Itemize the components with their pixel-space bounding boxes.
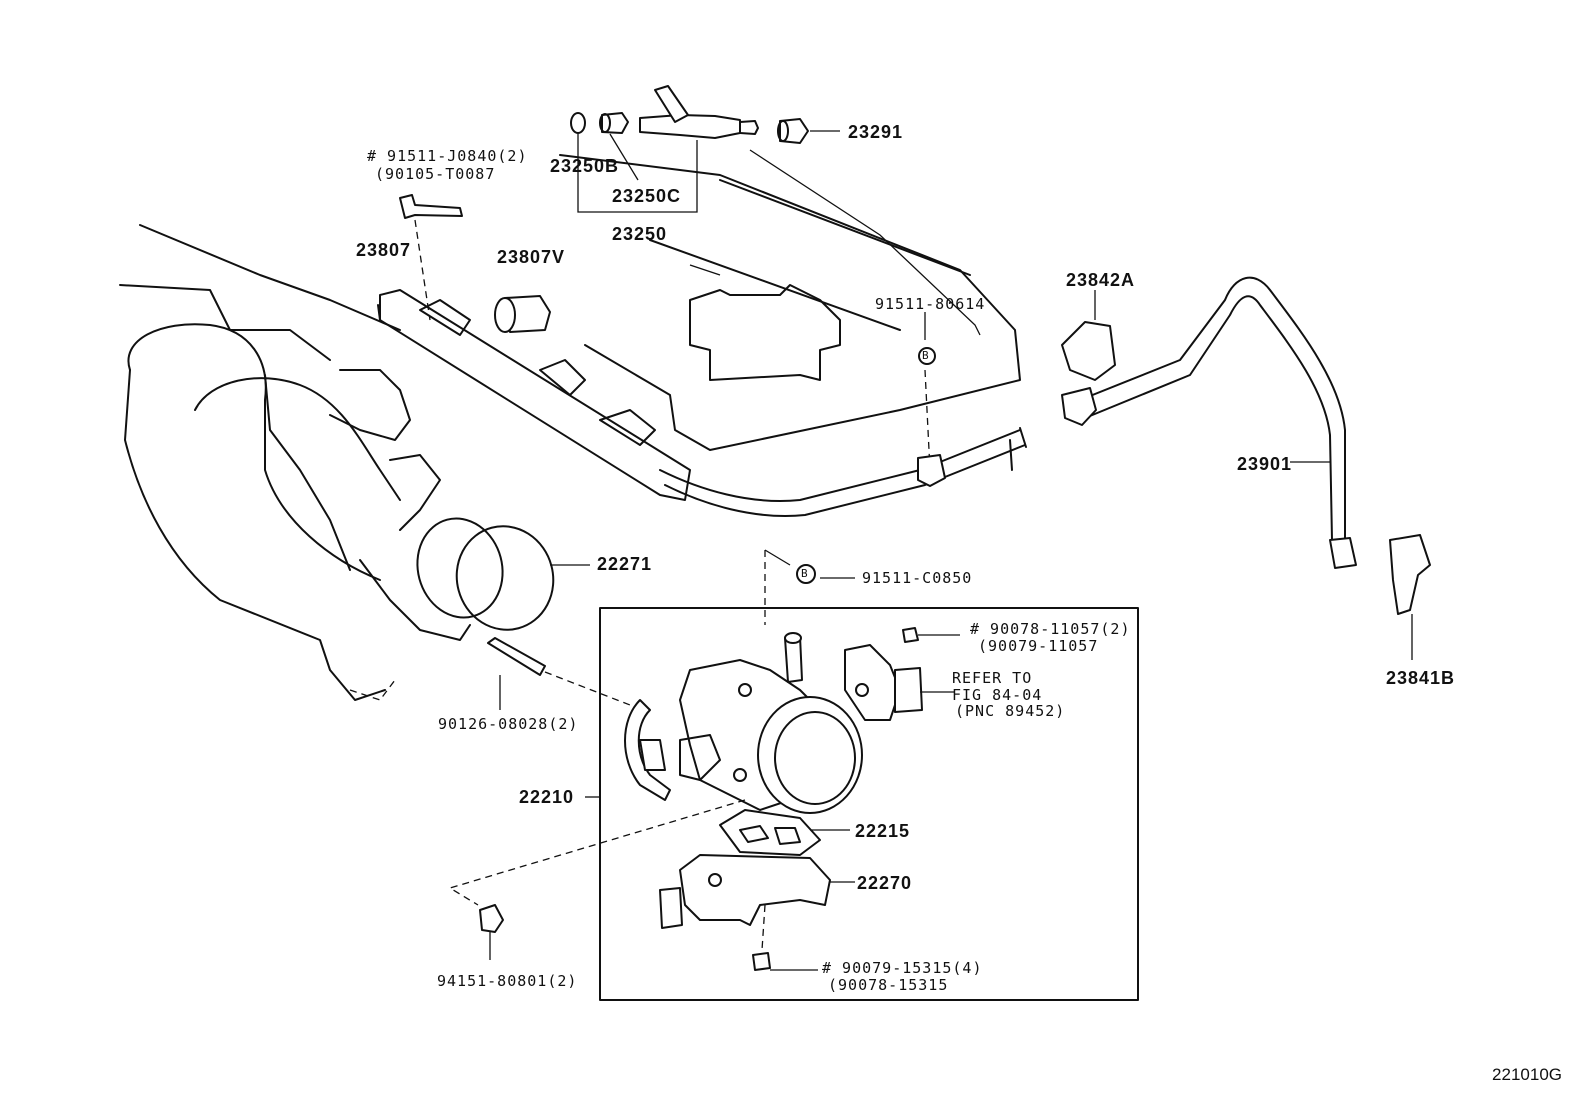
label-90105-T0087: (90105-T0087 bbox=[375, 165, 496, 183]
label-22270: 22270 bbox=[857, 873, 913, 893]
label-23841B: 23841B bbox=[1386, 668, 1456, 688]
label-90079-15315: # 90079-15315(4) bbox=[822, 959, 983, 977]
label-fig-ref: FIG 84-04 bbox=[952, 686, 1043, 704]
dash-bolt-b bbox=[924, 369, 931, 471]
label-23842A: 23842A bbox=[1066, 270, 1136, 290]
callout-b-upper-letter: B bbox=[922, 349, 929, 362]
throttle-body-box bbox=[599, 607, 1139, 1001]
label-94151-80801: 94151-80801(2) bbox=[437, 972, 578, 990]
label-91511-J0840: # 91511-J0840(2) bbox=[367, 147, 528, 165]
fuel-delivery-pipe bbox=[377, 289, 1027, 517]
label-pnc-ref: (PNC 89452) bbox=[955, 702, 1066, 720]
label-23807V: 23807V bbox=[497, 247, 566, 267]
isc-valve bbox=[448, 799, 855, 971]
leader-b-lower bbox=[764, 549, 791, 566]
label-23250: 23250 bbox=[612, 224, 668, 244]
label-23807: 23807 bbox=[356, 240, 412, 260]
leader-23291 bbox=[749, 149, 981, 336]
bolts-and-spacers bbox=[399, 194, 551, 333]
callout-b-upper bbox=[918, 347, 936, 365]
label-90079-11057: (90079-11057 bbox=[978, 637, 1099, 655]
label-91511-80614: 91511-80614 bbox=[875, 295, 986, 313]
label-23250C: 23250C bbox=[612, 186, 682, 206]
label-refer-to: REFER TO bbox=[952, 669, 1033, 687]
label-23901: 23901 bbox=[1237, 454, 1293, 474]
injector-parts bbox=[570, 85, 840, 213]
vacuum-hose bbox=[1061, 276, 1431, 660]
throttle-body bbox=[624, 627, 960, 814]
label-22215: 22215 bbox=[855, 821, 911, 841]
callout-b-lower-letter: B bbox=[801, 567, 808, 580]
gasket bbox=[416, 517, 631, 710]
label-90126-08028: 90126-08028(2) bbox=[438, 715, 579, 733]
intake-manifold bbox=[119, 224, 471, 701]
callout-b-lower bbox=[796, 564, 816, 584]
label-90078-15315: (90078-15315 bbox=[828, 976, 949, 994]
clamp bbox=[917, 454, 946, 487]
figure-id: 221010G bbox=[1492, 1065, 1562, 1084]
label-22271: 22271 bbox=[597, 554, 653, 574]
label-91511-C0850: 91511-C0850 bbox=[862, 569, 973, 587]
cylinder-head-cover bbox=[559, 154, 1021, 471]
label-90078-11057: # 90078-11057(2) bbox=[970, 620, 1131, 638]
label-23250B: 23250B bbox=[550, 156, 620, 176]
label-22210: 22210 bbox=[519, 787, 575, 807]
label-23291: 23291 bbox=[848, 122, 904, 142]
